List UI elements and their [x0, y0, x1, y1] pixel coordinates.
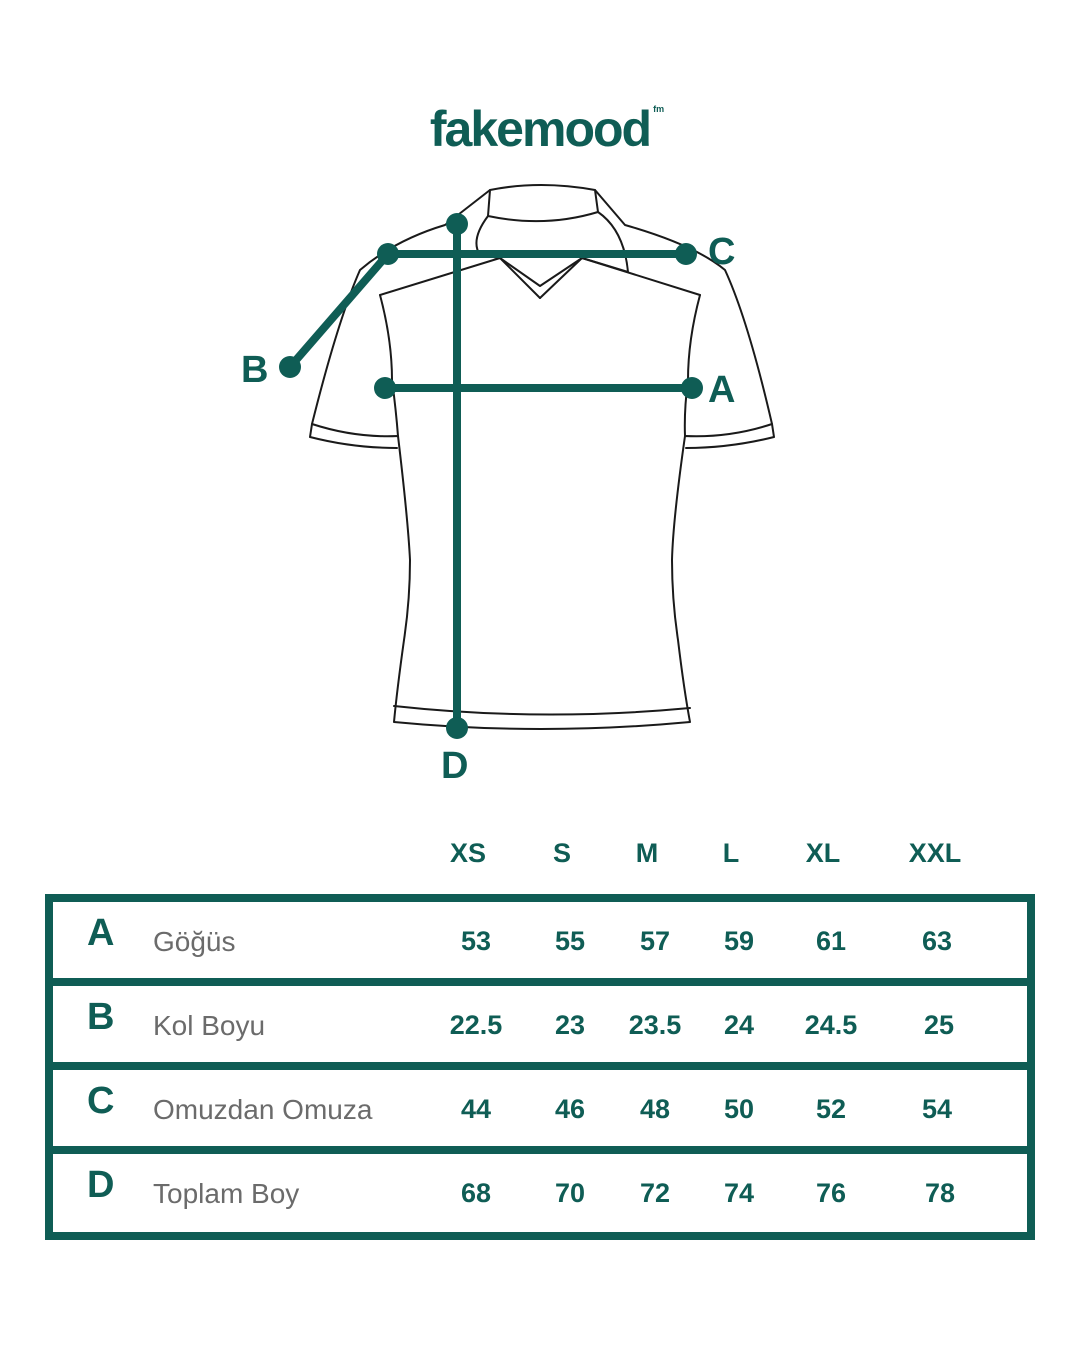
cell-value: 44 — [460, 1094, 492, 1124]
left-sleeve-hem — [309, 423, 398, 449]
cell-value: 23 — [554, 1010, 586, 1040]
cell-value: 59 — [723, 926, 755, 956]
collar-right-lapel — [539, 211, 629, 299]
cell-value: 74 — [723, 1178, 755, 1208]
cell-value: 48 — [639, 1094, 671, 1124]
measure-label-c: C — [708, 231, 735, 273]
cell-value: 68 — [460, 1178, 492, 1208]
row-divider — [53, 1062, 1027, 1070]
brand-header: fakemood fm — [0, 100, 1080, 158]
size-header-l: L — [722, 838, 740, 868]
size-header-xs: XS — [449, 838, 487, 868]
row-key: C — [87, 1080, 115, 1122]
collar-band — [487, 184, 599, 223]
right-sleeve-hem — [685, 423, 775, 449]
measure-dot-a-right — [681, 377, 703, 399]
left-armhole-seam — [379, 294, 399, 437]
row-key: D — [87, 1164, 115, 1206]
measure-dot-c-right — [675, 243, 697, 265]
size-table: A Göğüs 53 55 57 59 61 63 B Kol Boyu 22.… — [45, 894, 1035, 1240]
shirt-body-outline — [311, 189, 773, 730]
cell-value: 61 — [815, 926, 847, 956]
row-label: Kol Boyu — [153, 1010, 266, 1041]
bottom-hem — [393, 705, 691, 716]
row-label: Göğüs — [153, 926, 236, 957]
cell-value: 52 — [815, 1094, 847, 1124]
measurement-lines — [279, 213, 703, 739]
brand-logo: fakemood fm — [429, 100, 664, 158]
cell-value: 24.5 — [804, 1010, 858, 1040]
table-row: D Toplam Boy 68 70 72 74 76 78 — [53, 1154, 1027, 1230]
cell-value: 23.5 — [628, 1010, 682, 1040]
row-label: Omuzdan Omuza — [153, 1094, 373, 1125]
cell-value: 53 — [460, 926, 492, 956]
row-divider — [53, 978, 1027, 986]
shirt-outline — [309, 184, 775, 730]
cell-value: 76 — [815, 1178, 847, 1208]
measure-dot-a-left — [374, 377, 396, 399]
cell-value: 25 — [923, 1010, 955, 1040]
row-key: A — [87, 912, 115, 954]
size-header-xxl: XXL — [908, 838, 962, 868]
table-row: A Göğüs 53 55 57 59 61 63 — [53, 902, 1027, 978]
brand-name: fakemood — [429, 101, 652, 157]
row-divider — [53, 1146, 1027, 1154]
measure-dot-d-top — [446, 213, 468, 235]
table-row: B Kol Boyu 22.5 23 23.5 24 24.5 25 — [53, 986, 1027, 1062]
cell-value: 78 — [924, 1178, 956, 1208]
cell-value: 46 — [554, 1094, 586, 1124]
measure-dot-c-left — [377, 243, 399, 265]
size-header-m: M — [635, 838, 659, 868]
cell-value: 55 — [554, 926, 586, 956]
measure-dot-b-end — [279, 356, 301, 378]
cell-value: 54 — [921, 1094, 953, 1124]
placket-v — [499, 257, 583, 287]
row-key: B — [87, 996, 115, 1038]
measure-line-b — [286, 250, 392, 371]
cell-value: 63 — [921, 926, 953, 956]
size-header-xl: XL — [805, 838, 841, 868]
measure-label-d: D — [441, 745, 468, 787]
size-header-row: XS S M L XL XXL — [0, 838, 1080, 882]
cell-value: 70 — [554, 1178, 586, 1208]
cell-value: 57 — [639, 926, 671, 956]
cell-value: 22.5 — [449, 1010, 503, 1040]
table-row: C Omuzdan Omuza 44 46 48 50 52 54 — [53, 1070, 1027, 1146]
measure-label-a: A — [708, 369, 735, 411]
row-label: Toplam Boy — [153, 1178, 300, 1209]
yoke-seam — [379, 257, 701, 296]
measure-label-b: B — [241, 349, 268, 391]
cell-value: 50 — [723, 1094, 755, 1124]
right-armhole-seam — [683, 294, 701, 437]
cell-value: 24 — [723, 1010, 755, 1040]
cell-value: 72 — [639, 1178, 671, 1208]
brand-trademark: fm — [653, 104, 665, 114]
shirt-diagram: A B C D — [241, 184, 775, 787]
measure-dot-d-bottom — [446, 717, 468, 739]
size-header-s: S — [552, 838, 571, 868]
